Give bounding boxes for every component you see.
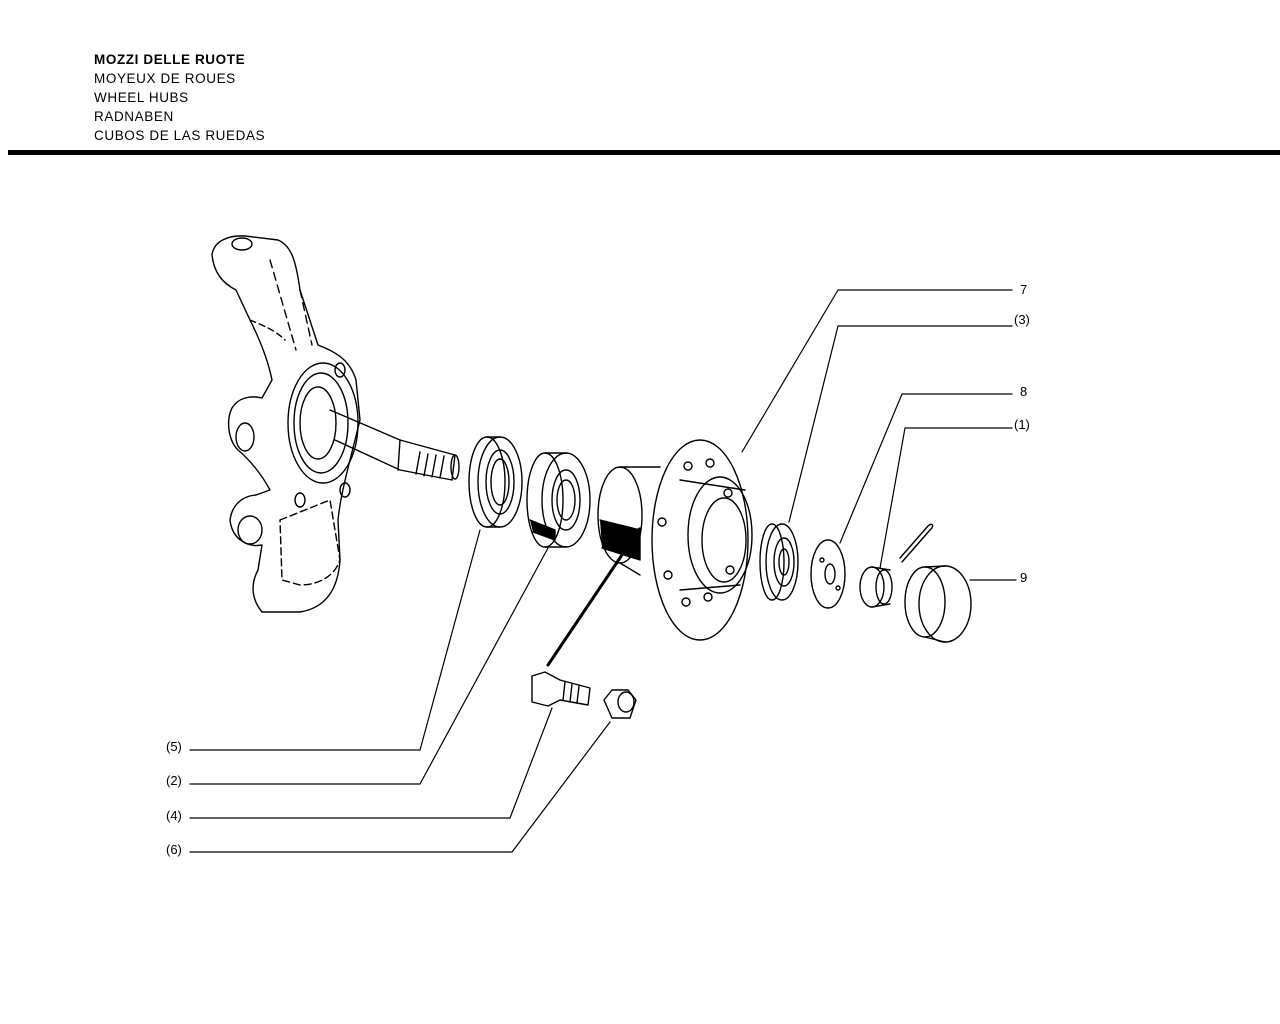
- wheel-stud-icon: [531, 671, 591, 707]
- wheel-nut-icon: [603, 689, 637, 719]
- callout-6: (6): [166, 842, 182, 857]
- title-spanish: CUBOS DE LAS RUEDAS: [94, 128, 266, 143]
- callout-3: (3): [1014, 312, 1030, 327]
- callout-5: (5): [166, 739, 182, 754]
- washer-icon: [810, 539, 846, 609]
- assembly-arrow-icon: [546, 527, 641, 667]
- castle-nut-icon: [859, 566, 893, 608]
- callout-1: (1): [1014, 417, 1030, 432]
- header-divider: [8, 150, 1280, 155]
- callout-4: (4): [166, 808, 182, 823]
- title-german: RADNABEN: [94, 109, 174, 124]
- outer-bearing-icon: [759, 523, 799, 601]
- callout-2: (2): [166, 773, 182, 788]
- wheel-hub-icon: [597, 439, 753, 641]
- callout-8: 8: [1020, 384, 1027, 399]
- leader-lines: [189, 289, 1017, 853]
- title-french: MOYEUX DE ROUES: [94, 71, 236, 86]
- oil-seal-icon: [468, 436, 523, 528]
- title-block: MOZZI DELLE RUOTE MOYEUX DE ROUES WHEEL …: [94, 50, 265, 145]
- title-italian: MOZZI DELLE RUOTE: [94, 52, 246, 67]
- hub-cap-icon: [904, 565, 972, 643]
- callout-9: 9: [1020, 570, 1027, 585]
- inner-bearing-icon: [526, 452, 591, 548]
- cotter-pin-icon: [899, 523, 934, 563]
- title-english: WHEEL HUBS: [94, 90, 189, 105]
- callout-7: 7: [1020, 282, 1027, 297]
- steering-knuckle-icon: [211, 235, 460, 613]
